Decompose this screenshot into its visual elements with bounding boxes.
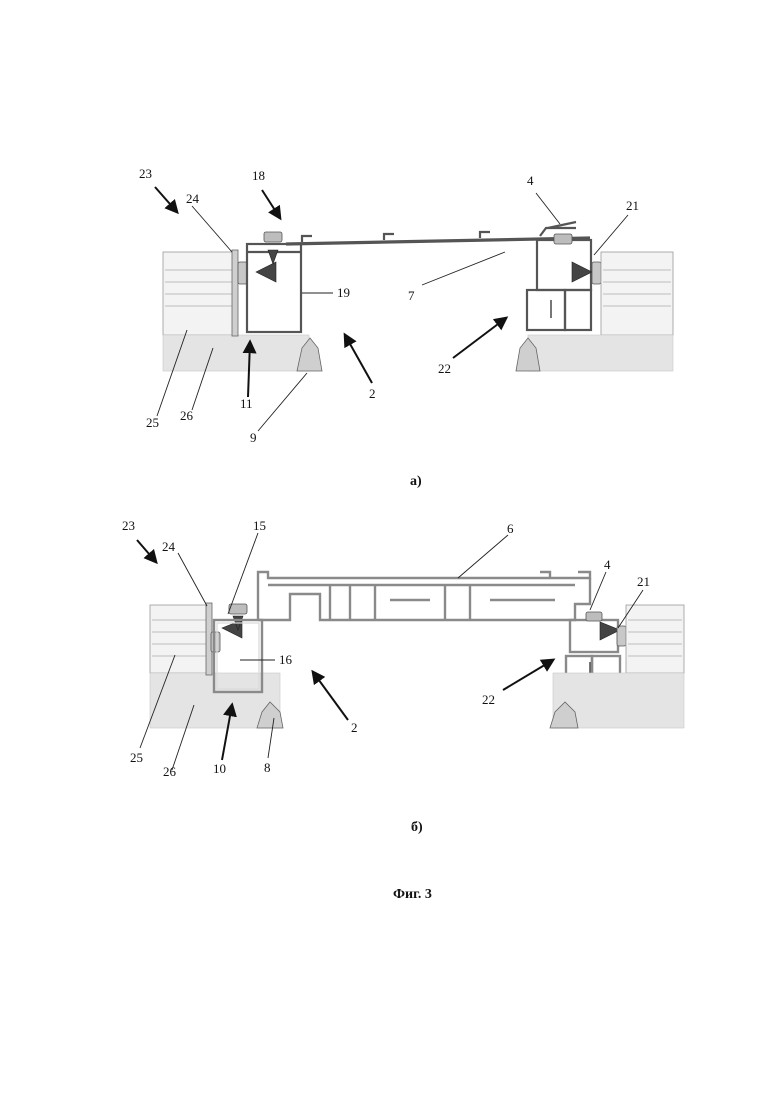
multichamber-profile-b: [258, 572, 590, 620]
label-b-4: 4: [604, 557, 611, 572]
label-a-2: 2: [369, 386, 376, 401]
label-b-2: 2: [351, 720, 358, 735]
trim-seals-a: [297, 338, 540, 371]
left-wall-block-a: [163, 250, 309, 371]
panel-b-drawing: [137, 533, 684, 770]
label-b-24: 24: [162, 539, 176, 554]
label-a-21: 21: [626, 198, 639, 213]
label-b-6: 6: [507, 521, 514, 536]
label-a-4: 4: [527, 173, 534, 188]
label-b-10: 10: [213, 761, 226, 776]
right-profile-a: [527, 234, 601, 330]
label-b-25: 25: [130, 750, 143, 765]
label-a-25: 25: [146, 415, 159, 430]
figure-caption: Фиг. 3: [393, 887, 432, 902]
trim-seals-b: [257, 702, 578, 728]
label-b-8: 8: [264, 760, 271, 775]
panel-a-caption: а): [410, 474, 422, 489]
label-a-22: 22: [438, 361, 451, 376]
label-b-26: 26: [163, 764, 177, 779]
label-a-18: 18: [252, 168, 265, 183]
label-a-26: 26: [180, 408, 194, 423]
panel-a-drawing: [155, 187, 673, 431]
label-b-21: 21: [637, 574, 650, 589]
label-b-22: 22: [482, 692, 495, 707]
label-a-24: 24: [186, 191, 200, 206]
label-a-19: 19: [337, 285, 350, 300]
label-b-15: 15: [253, 518, 266, 533]
label-a-9: 9: [250, 430, 257, 445]
label-a-11: 11: [240, 396, 253, 411]
label-a-23: 23: [139, 166, 152, 181]
label-a-7: 7: [408, 288, 415, 303]
panel-b-caption: б): [411, 820, 423, 835]
left-profile-a: [247, 232, 301, 332]
label-b-23: 23: [122, 518, 135, 533]
label-b-16: 16: [279, 652, 293, 667]
